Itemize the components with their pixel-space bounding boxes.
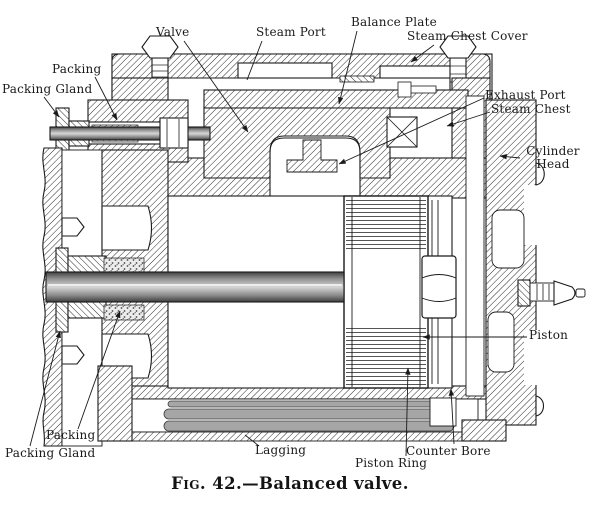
leader-piston-ring: [405, 367, 411, 457]
label-steam-chest: Steam Chest: [491, 102, 571, 116]
leader-lines: [29, 30, 527, 457]
piston-rod-nut: [421, 255, 457, 319]
bore-piston-group: [45, 195, 457, 389]
valve-body: [203, 107, 391, 179]
label-counter-bore: Counter Bore: [406, 444, 491, 458]
figure-caption: Fig. 42.—Balanced valve.: [90, 474, 490, 493]
drain-cock: [553, 280, 576, 306]
cover-bolt-left: [141, 35, 179, 59]
label-steam-port: Steam Port: [256, 25, 326, 39]
label-packing-gland-bottom: Packing Gland: [5, 446, 96, 460]
piston-rod: [45, 271, 345, 303]
leader-counter-bore: [448, 388, 455, 445]
label-packing-top: Packing: [52, 62, 102, 76]
valve-stem-gland-group: [49, 99, 211, 163]
lagging-sheet: [109, 431, 501, 442]
piston-rings: [346, 328, 426, 385]
label-packing-bottom: Packing: [46, 428, 96, 442]
leader-packing-gland-bottom: [29, 330, 61, 447]
piston-rod-gland-group: [55, 247, 145, 333]
label-lagging: Lagging: [255, 443, 307, 457]
leader-steam-chest-cover: [410, 44, 435, 63]
piston-rod-packing: [103, 304, 145, 321]
cylinder-head-group: [461, 95, 586, 442]
leader-balance-plate: [337, 30, 358, 105]
label-valve: Valve: [156, 25, 190, 39]
cover-bolt-right: [439, 35, 477, 59]
frame-bolt-lower: [61, 345, 85, 365]
leader-packing-gland-top: [43, 96, 60, 118]
bottom-lagging-group: [97, 365, 501, 442]
figure-caption-title: —Balanced valve.: [242, 474, 409, 493]
figure-caption-number: Fig. 42.: [171, 474, 243, 493]
leader-packing-bottom: [77, 310, 121, 430]
lagging-bars: [163, 408, 455, 420]
leader-steam-port: [246, 40, 263, 81]
balanced-valve-group: [203, 81, 469, 198]
exhaust-passage: [465, 95, 485, 397]
label-packing-gland-top: Packing Gland: [2, 82, 93, 96]
head-stud-lower: [535, 395, 545, 417]
leader-valve: [183, 40, 249, 133]
leader-cylinder-head: [499, 153, 521, 160]
label-exhaust-port: Exhaust Port: [485, 88, 566, 102]
leader-packing-top: [94, 76, 118, 121]
label-steam-chest-cover: Steam Chest Cover: [407, 29, 528, 43]
label-cylinder-head: Cylinder Head: [526, 144, 580, 171]
leader-lagging: [244, 434, 260, 447]
leader-exhaust-port: [338, 97, 485, 165]
machine-section: [42, 35, 586, 447]
label-balance-plate: Balance Plate: [351, 15, 437, 29]
frame-bolt-upper: [61, 217, 85, 237]
label-piston-ring: Piston Ring: [355, 456, 428, 470]
leader-steam-chest: [446, 111, 491, 127]
head-stud-upper: [535, 162, 545, 186]
label-piston: Piston: [529, 328, 569, 342]
